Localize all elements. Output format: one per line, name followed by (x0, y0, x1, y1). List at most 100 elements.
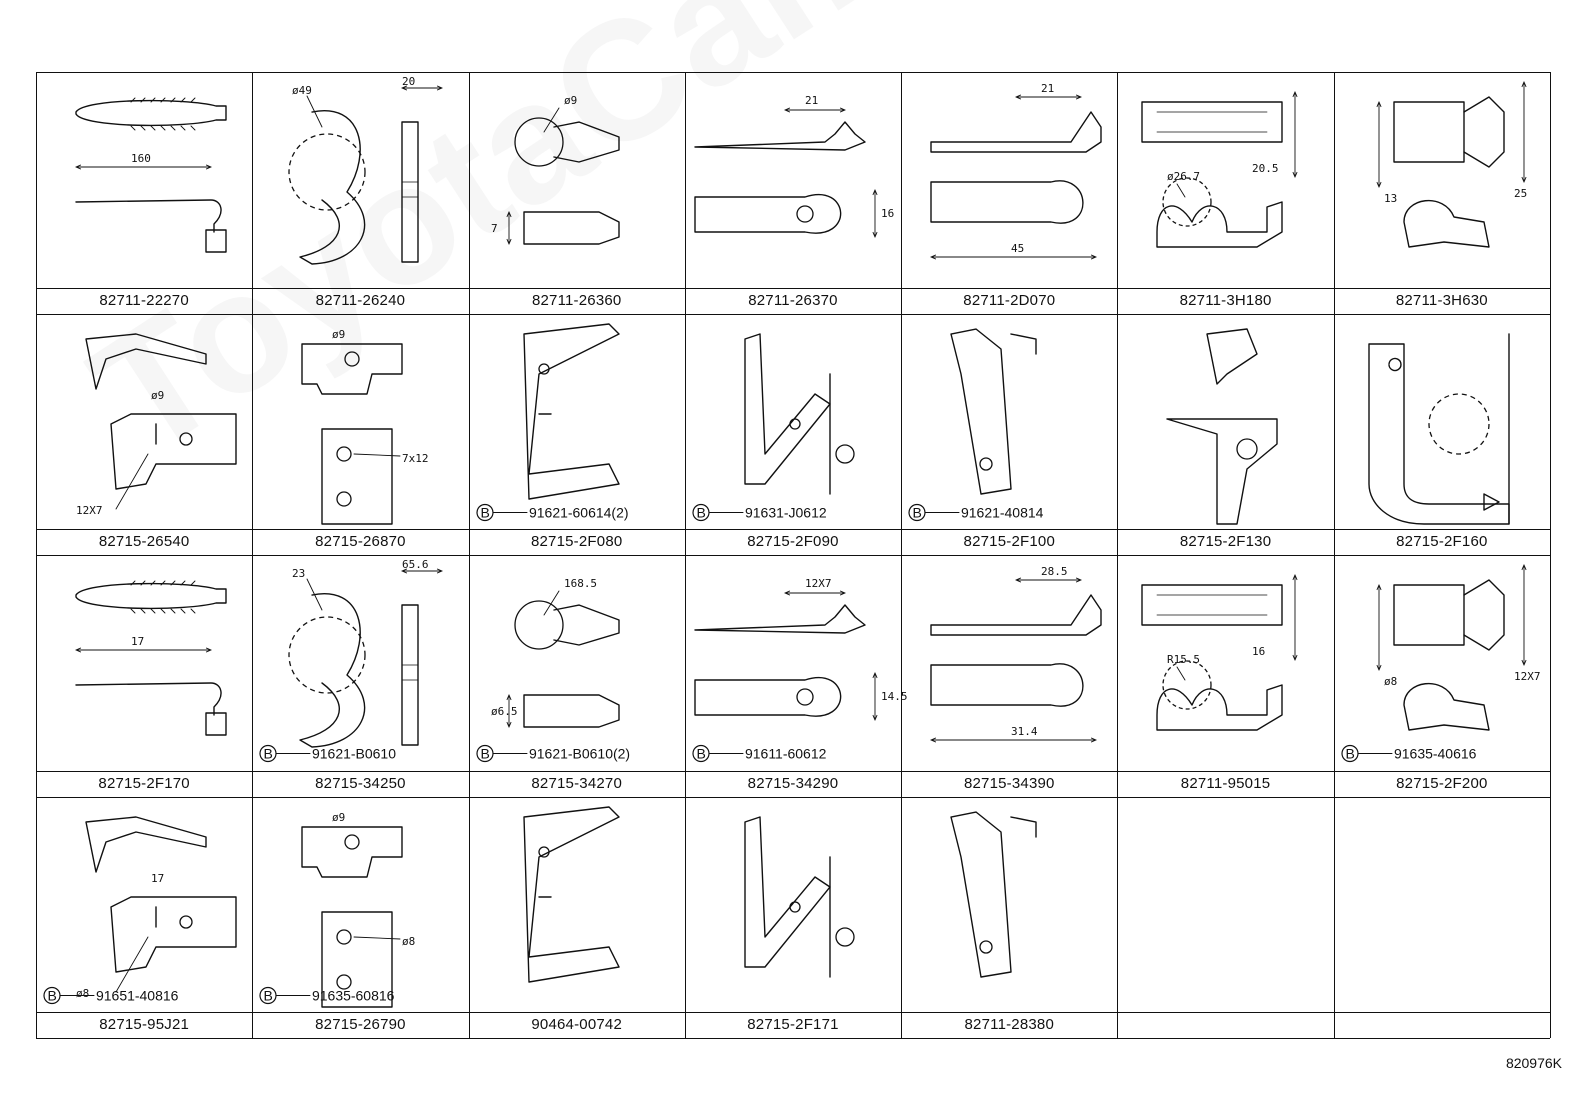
part-outline (401, 181, 419, 198)
dimension-arrow (784, 590, 790, 596)
dim-label: ø9 (564, 94, 577, 107)
dim-label: 31.4 (1011, 725, 1038, 738)
dim-label: ø9 (151, 389, 164, 402)
dim-label: 17 (151, 872, 164, 885)
dim-label: 14.5 (881, 690, 907, 703)
dim-label: 16 (881, 207, 894, 220)
part-outline (930, 180, 1084, 224)
dimension-arrow (506, 238, 511, 245)
dim-label: 23 (292, 567, 305, 580)
caption-divider (36, 529, 253, 530)
hole-outline (179, 431, 193, 446)
part-outline (321, 910, 393, 1008)
hole-outline (344, 833, 360, 850)
part-outline (1206, 327, 1259, 385)
part-outline (401, 604, 419, 746)
part-outline (1166, 417, 1279, 525)
part-number: 82711-95015 (1180, 774, 1271, 792)
part-outline (930, 594, 1102, 636)
part-outline (1141, 101, 1284, 143)
dimension-arrow (437, 568, 443, 574)
dimension-arrow (401, 85, 408, 91)
dimension-arrow (930, 737, 937, 743)
part-outline (694, 194, 842, 234)
dim-label: 21 (805, 94, 818, 107)
empty-cell (1333, 797, 1550, 1039)
dimension-arrow (1521, 659, 1527, 666)
part-outline (1010, 332, 1037, 355)
part-outline (150, 580, 156, 614)
leader-line (306, 578, 323, 611)
dimension-arrow (1376, 664, 1382, 671)
ref-part-number: 91621-B0610 (312, 745, 396, 761)
caption-divider (36, 770, 253, 772)
dimension-arrow (401, 568, 408, 574)
part-number: 82715-2F200 (1396, 774, 1488, 792)
hole-outline (979, 939, 993, 954)
part-drawing (744, 815, 855, 978)
part-drawing (522, 805, 620, 983)
dimension-arrow (930, 254, 937, 260)
hole-outline (979, 456, 993, 471)
hole-outline (288, 616, 366, 694)
caption-divider (468, 1012, 685, 1013)
caption-divider (1333, 529, 1550, 530)
dimension-arrow (75, 647, 82, 653)
dimension-arrow (1293, 654, 1298, 661)
part-number: 82715-2F130 (1179, 533, 1272, 550)
hole-outline (513, 117, 564, 167)
part-outline (85, 815, 207, 873)
dimension-arrow (872, 672, 878, 679)
caption-divider (901, 770, 1118, 772)
dim-label: 25 (1514, 187, 1527, 200)
part-outline (75, 582, 227, 610)
dim-label: 12X7 (1514, 670, 1540, 683)
hole-outline (1428, 392, 1490, 455)
ref-part-number: 91611-60612 (745, 745, 827, 761)
dim-label: 7x12 (402, 451, 428, 464)
part-drawing: 17 (75, 580, 227, 736)
dim-label: 17 (131, 635, 144, 648)
grid-row-line (36, 72, 1550, 73)
hole-outline (789, 417, 801, 430)
part-outline (205, 229, 227, 253)
ref-symbol: B (1345, 745, 1354, 761)
part-number: 82711-26370 (748, 291, 838, 309)
leader-line (115, 936, 149, 992)
hole-outline (1162, 660, 1213, 710)
part-outline (130, 97, 136, 131)
ref-symbol: B (264, 987, 273, 1003)
dimension-arrow (205, 164, 212, 170)
dim-label: 20.5 (1252, 162, 1278, 175)
hole-outline (336, 445, 352, 462)
part-outline (205, 712, 227, 736)
part-outline (1463, 96, 1505, 168)
hole-outline (835, 926, 855, 947)
ref-symbol: B (480, 745, 489, 761)
part-outline (140, 97, 146, 131)
dim-label: ø8 (402, 934, 415, 947)
dim-label: 160 (131, 152, 151, 165)
dimension-arrow (1015, 577, 1022, 583)
part-outline (930, 111, 1102, 153)
caption-divider (468, 770, 685, 772)
part-outline (110, 412, 237, 490)
part-outline (694, 677, 842, 717)
part-outline (299, 110, 366, 265)
